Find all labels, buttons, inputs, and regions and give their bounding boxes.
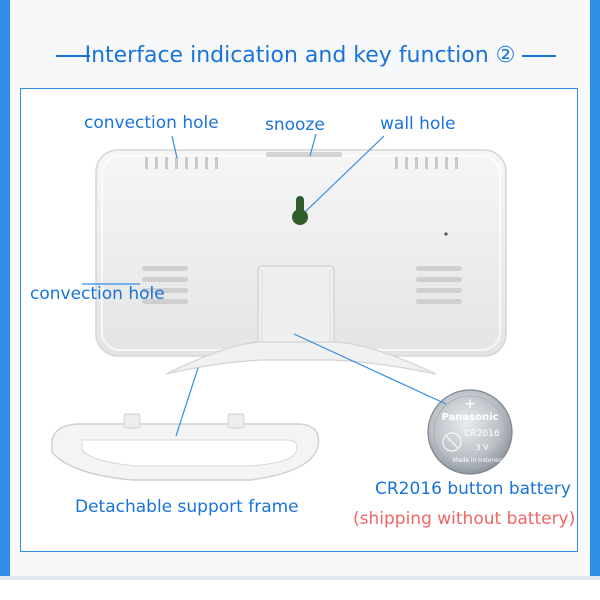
right-accent-bar — [590, 0, 600, 600]
leader-battery — [293, 333, 447, 405]
header-line-left — [56, 55, 90, 57]
leader-lines — [82, 133, 447, 437]
side-convection-slots-left — [142, 266, 188, 304]
cr2016-battery-image: + Panasonic CR2016 3 V Made in Indonesia — [427, 389, 513, 475]
battery-compartment-cover — [257, 265, 335, 355]
label-battery: CR2016 button battery — [375, 479, 571, 499]
leader-convection-top — [171, 135, 178, 159]
label-wall-hole: wall hole — [380, 114, 456, 134]
leader-wall-hole — [304, 135, 385, 213]
bottom-strip-accent — [0, 576, 600, 580]
battery-voltage-text: 3 V — [475, 443, 489, 452]
battery-caution-icon — [442, 432, 462, 452]
label-support-frame: Detachable support frame — [75, 497, 299, 517]
wall-hole-icon — [292, 196, 308, 225]
label-convection-hole-left: convection hole — [30, 284, 165, 304]
battery-origin-text: Made in Indonesia — [453, 457, 508, 464]
leader-support-frame — [175, 367, 199, 437]
section-header: Interface indication and key function ② — [0, 36, 600, 76]
snooze-bar[interactable] — [266, 152, 342, 157]
battery-model-text: CR2016 — [464, 429, 500, 439]
leader-snooze — [309, 133, 317, 157]
page-title: Interface indication and key function ② — [84, 43, 516, 68]
bottom-strip — [0, 576, 600, 600]
left-accent-bar — [0, 0, 10, 600]
battery-brand-text: Panasonic — [442, 412, 499, 423]
label-snooze: snooze — [265, 115, 325, 135]
indicator-dot — [444, 232, 448, 236]
attached-stand — [165, 341, 437, 375]
battery-polarity-text: + — [464, 396, 476, 412]
label-convection-hole-top: convection hole — [84, 113, 219, 133]
side-convection-slots-right — [416, 266, 462, 304]
top-convection-slots-left — [145, 157, 218, 169]
top-convection-slots-right — [395, 157, 458, 169]
detachable-support-frame[interactable] — [51, 413, 320, 481]
header-line-right — [522, 55, 556, 57]
label-shipping-note: (shipping without battery) — [353, 509, 576, 529]
